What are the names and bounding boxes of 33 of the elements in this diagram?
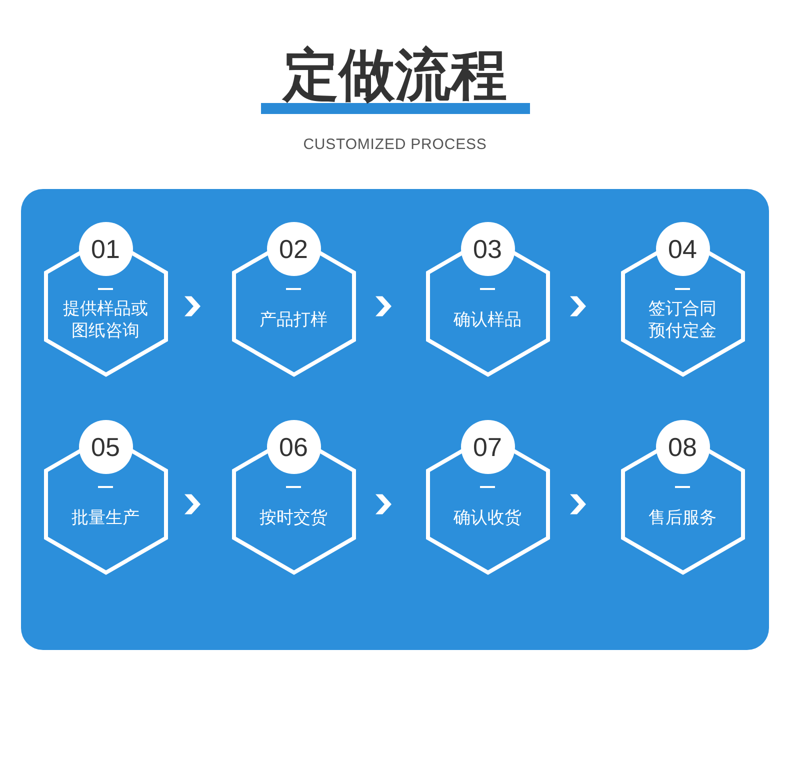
hexagon-step xyxy=(232,222,356,377)
chevron-arrow xyxy=(376,296,392,316)
chevron-arrow xyxy=(570,494,586,514)
step-label: 按时交货 xyxy=(260,507,328,529)
step-label: 确认收货 xyxy=(454,507,522,529)
step-number: 03 xyxy=(460,222,514,276)
step-label: 确认样品 xyxy=(454,309,522,331)
step-label: 售后服务 xyxy=(648,507,716,529)
hexagon-step xyxy=(232,420,356,575)
step-label: 签订合同预付定金 xyxy=(648,298,718,342)
step-number: 08 xyxy=(656,420,710,474)
step-number: 04 xyxy=(656,222,710,276)
chevron-arrow xyxy=(570,296,586,316)
step-number: 01 xyxy=(78,222,132,276)
step-number: 05 xyxy=(78,420,132,474)
hexagon-step xyxy=(426,222,550,377)
hexagon-step xyxy=(44,420,168,575)
chevron-arrow xyxy=(184,296,200,316)
hexagon-step xyxy=(620,222,744,377)
chevron-arrow xyxy=(376,494,392,514)
hexagon-step xyxy=(426,420,550,575)
hexagon-step xyxy=(44,222,168,377)
step-label: 产品打样 xyxy=(260,309,328,331)
step-label: 提供样品或图纸咨询 xyxy=(62,298,149,342)
step-number: 06 xyxy=(266,420,320,474)
hexagon-step xyxy=(620,420,744,575)
subtitle: CUSTOMIZED PROCESS xyxy=(303,135,487,154)
step-label: 批量生产 xyxy=(72,507,140,529)
title: 定做流程 xyxy=(283,47,507,103)
chevron-arrow xyxy=(184,494,200,514)
step-number: 07 xyxy=(460,420,514,474)
process-panel xyxy=(21,189,769,650)
step-number: 02 xyxy=(266,222,320,276)
